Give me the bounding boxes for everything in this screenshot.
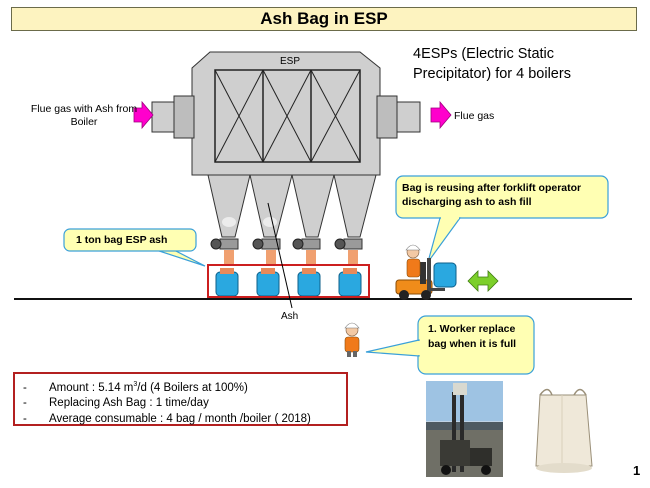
forklift-icon — [395, 244, 457, 300]
callout-forklift — [395, 175, 609, 263]
hopper-1 — [207, 174, 251, 266]
callout-bag-text: 1 ton bag ESP ash — [76, 234, 168, 246]
callout-bag — [63, 228, 206, 267]
jumbo-bag-photo — [524, 381, 604, 477]
inlet-arrow-icon — [133, 100, 154, 130]
outlet-label: Flue gas — [454, 110, 495, 122]
hopper-4 — [333, 174, 377, 266]
ash-label: Ash — [281, 311, 299, 322]
move-arrow-icon — [467, 270, 499, 292]
page-title: Ash Bag in ESP — [11, 7, 637, 31]
bag-highlight-box — [207, 264, 370, 298]
summary-amount: -Amount : 5.14 m3/d (4 Boilers at 100%) — [23, 381, 248, 394]
page-number: 1 — [633, 463, 641, 478]
forklift-photo — [426, 381, 503, 477]
headline: 4ESPs (Electric Static Precipitator) for… — [413, 46, 571, 82]
hopper-3 — [291, 174, 335, 266]
esp-label: ESP — [279, 56, 300, 67]
hopper-2 — [249, 174, 293, 266]
summary-replacing: -Replacing Ash Bag : 1 time/day — [23, 397, 209, 410]
inlet-label: Flue gas with Ash from Boiler — [30, 103, 138, 128]
summary-box: -Amount : 5.14 m3/d (4 Boilers at 100%) … — [13, 372, 348, 426]
outlet-arrow-icon — [430, 100, 452, 130]
ash-bag-icon — [215, 268, 362, 297]
summary-consumable: -Average consumable : 4 bag / month /boi… — [23, 412, 311, 425]
worker-icon — [344, 322, 360, 357]
callout-forklift-text: Bag is reusing after forklift operator d… — [402, 182, 582, 208]
callout-worker — [365, 315, 535, 375]
callout-worker-text: 1. Worker replace bag when it is full — [428, 323, 517, 350]
esp-unit — [151, 51, 421, 176]
ash-pointer — [267, 202, 293, 309]
